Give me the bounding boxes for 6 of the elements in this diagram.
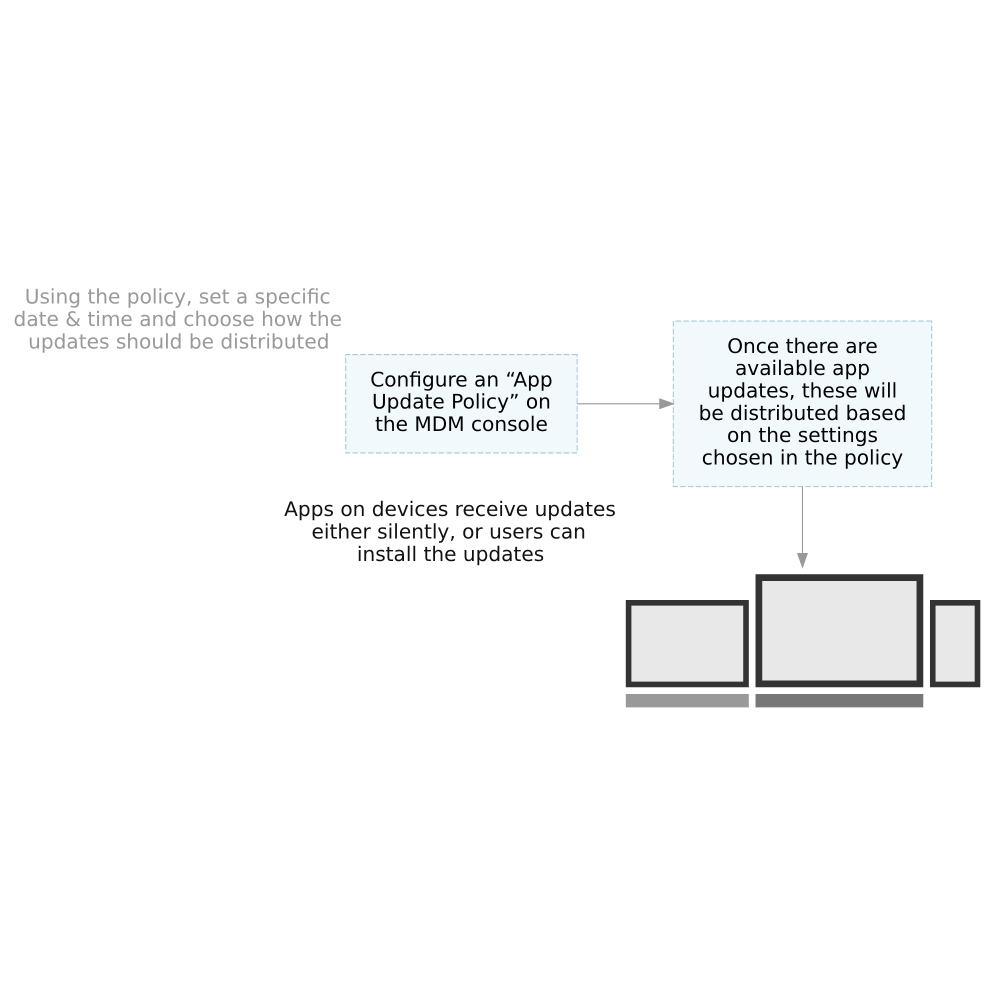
node-box: Configure an “App Update Policy” on the MDM console — [345, 354, 578, 454]
node-label: Apps on devices receive updates either silently, or users can install the updates — [284, 496, 616, 566]
arrow — [577, 398, 675, 409]
node-box: Once there are available app updates, these will be distributed based on the settings chosen in the policy — [672, 320, 932, 487]
arrow — [797, 486, 808, 568]
node-label: Using the policy, set a specific date & time and choose how the updates should be distributed — [14, 284, 342, 353]
